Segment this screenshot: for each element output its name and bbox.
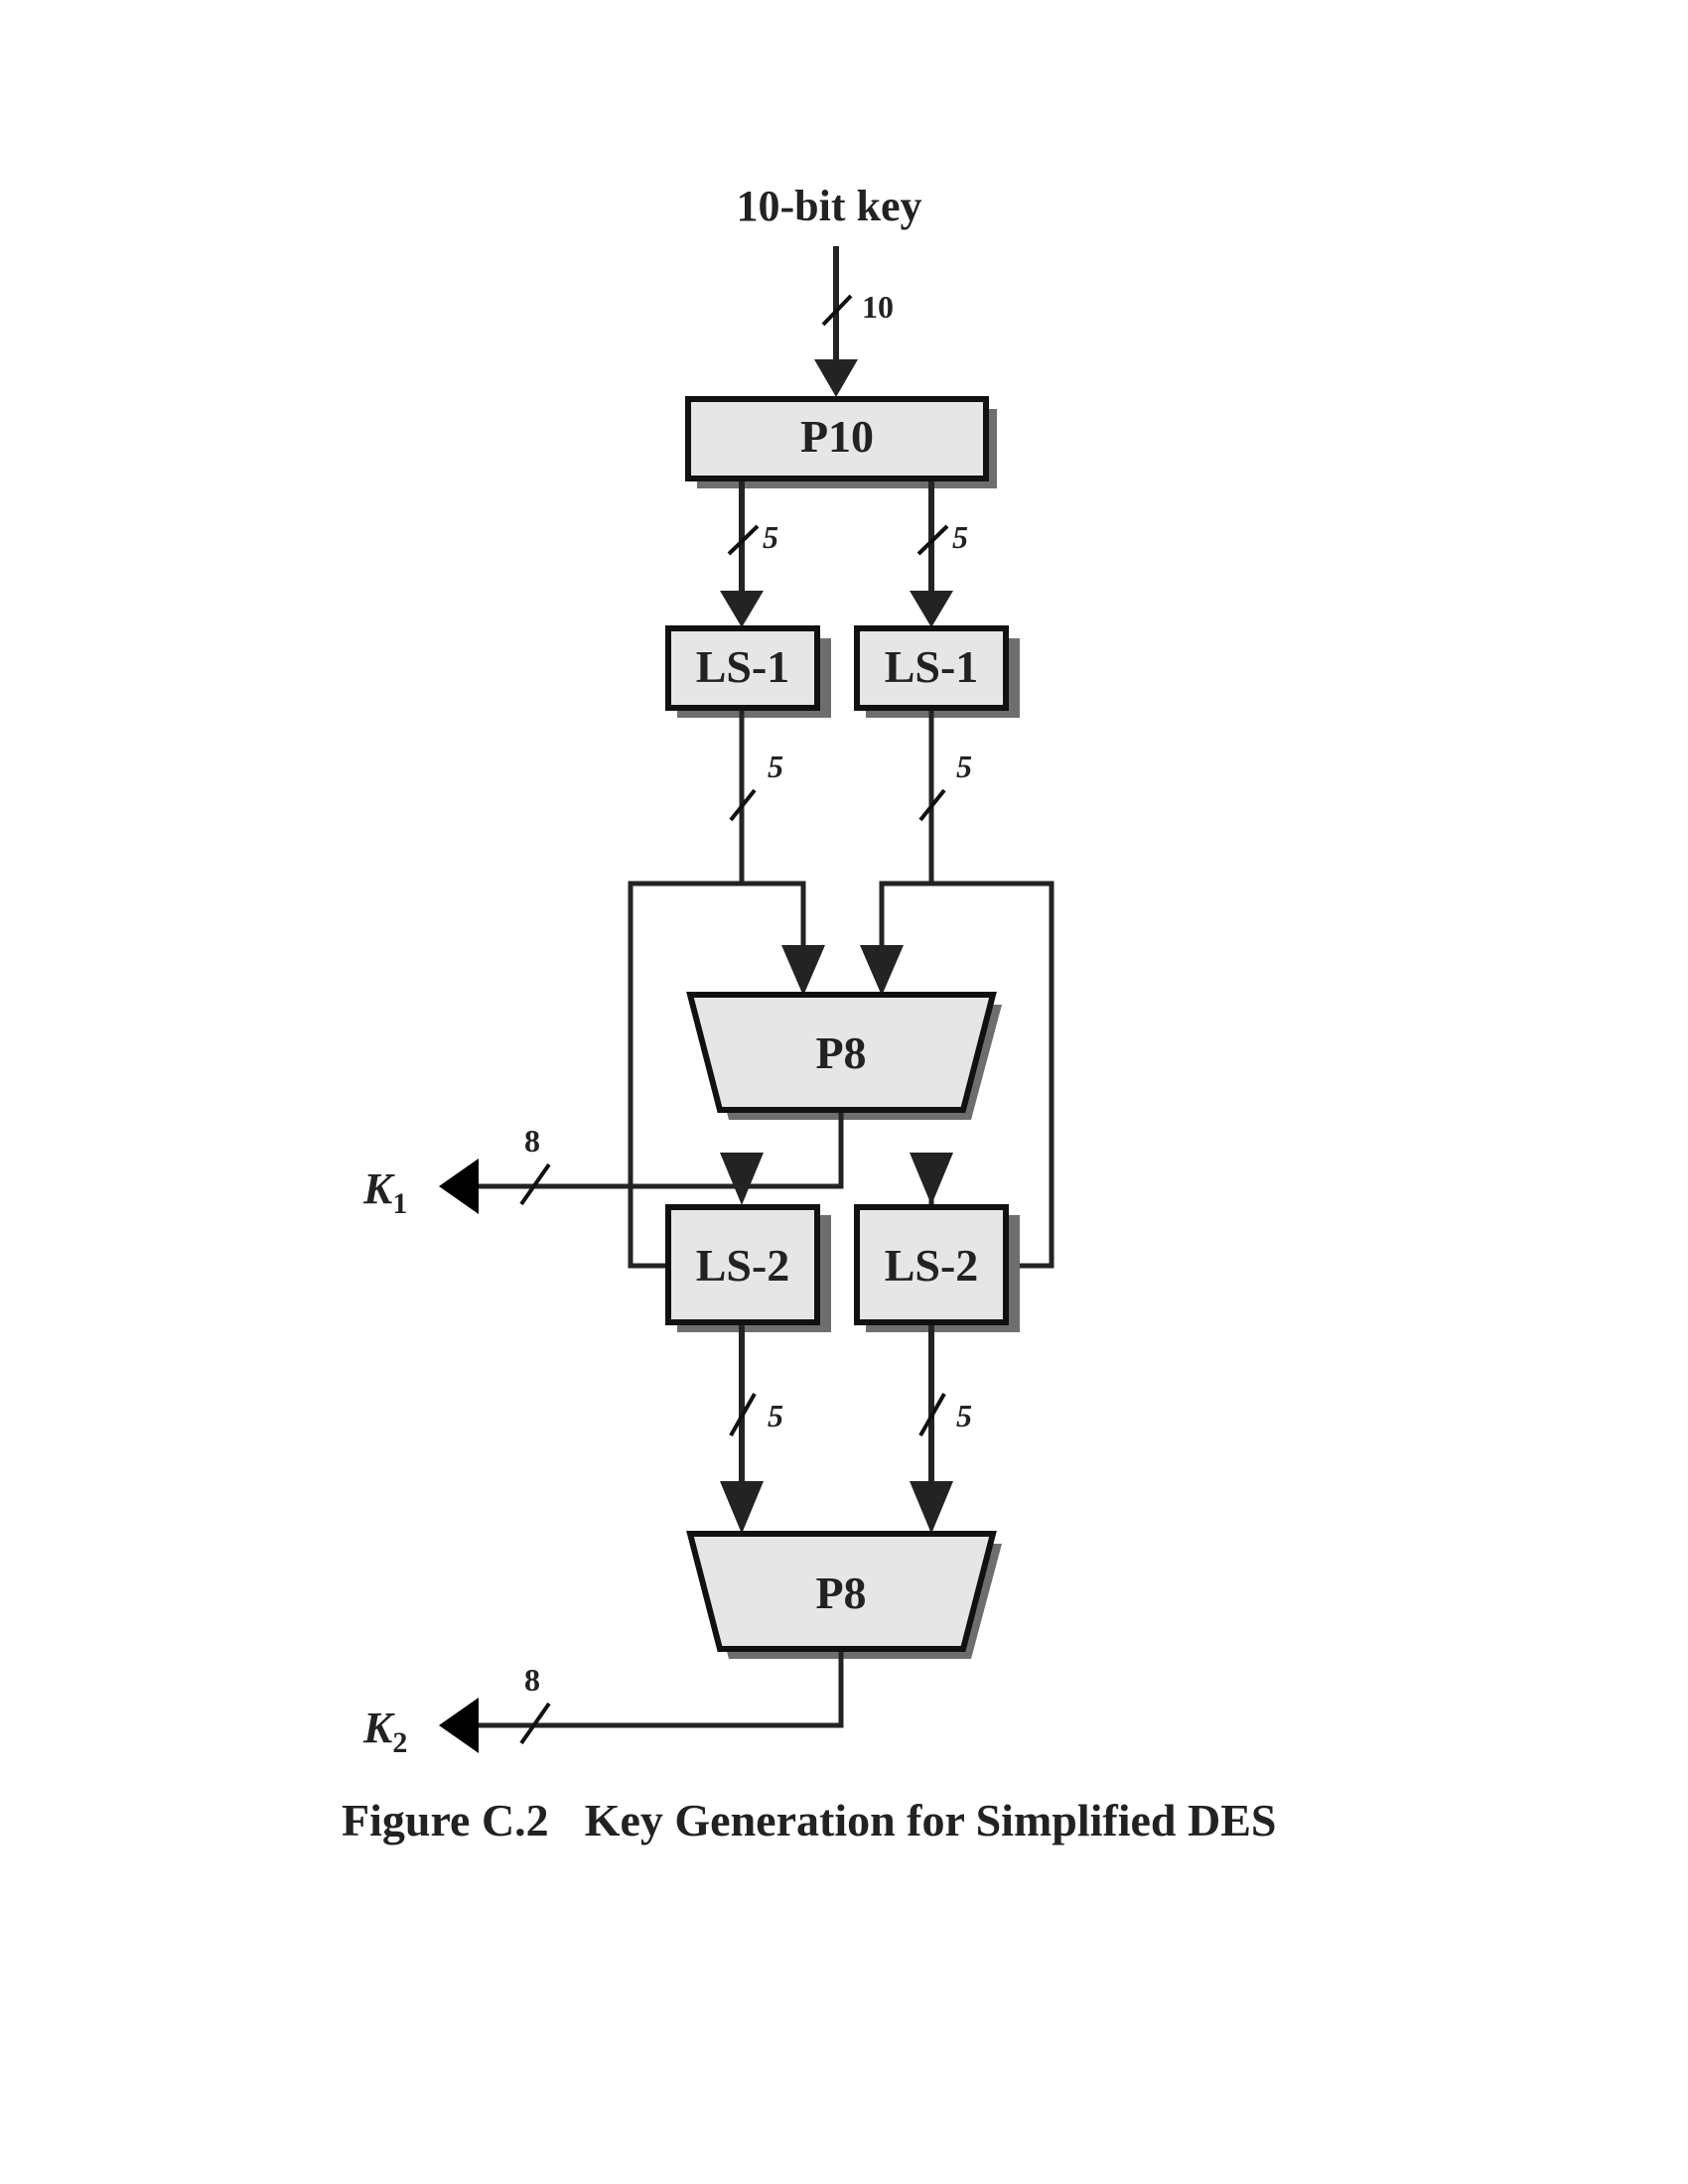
ls1-right-out-width: 5 xyxy=(956,749,972,784)
ls2-left-out-tick xyxy=(729,1393,757,1436)
k2-bus-tick xyxy=(519,1702,551,1745)
k1-label: K1 xyxy=(362,1164,407,1220)
p10-label: P10 xyxy=(800,411,874,462)
k1-wire xyxy=(467,1113,844,1189)
left-split-arrowhead xyxy=(720,591,764,627)
right-to-ls2-arrowhead xyxy=(910,1153,953,1205)
input-bus-tick xyxy=(821,294,853,327)
left-to-ls2-arrowhead xyxy=(720,1153,764,1205)
right-split-tick xyxy=(916,524,949,556)
ls1-left-out-tick xyxy=(729,788,757,822)
ls2-left-label: LS-2 xyxy=(696,1240,790,1291)
right-to-p8-arrowhead xyxy=(860,945,904,996)
caption-title: Key Generation for Simplified DES xyxy=(585,1795,1277,1845)
ls2-left-out-arrowhead xyxy=(720,1481,764,1534)
right-to-p8-wire xyxy=(879,881,931,955)
ls1-left-label: LS-1 xyxy=(696,641,790,692)
ls2-left-box xyxy=(665,1204,820,1325)
k1-bus-tick xyxy=(519,1162,551,1206)
ls2-right-out-tick xyxy=(918,1393,946,1436)
k2-arrowhead xyxy=(439,1698,479,1753)
input-label: 10-bit key xyxy=(737,182,922,230)
input-width-label: 10 xyxy=(862,289,894,325)
left-to-p8-wire xyxy=(742,881,806,955)
caption-number: Figure C.2 xyxy=(342,1795,549,1845)
p8-1-box xyxy=(686,992,997,1113)
p8-1-label: P8 xyxy=(815,1027,866,1078)
ls1-left-box xyxy=(665,625,820,711)
k2-wire xyxy=(467,1652,844,1728)
k2-width-label: 8 xyxy=(524,1662,540,1698)
ls2-right-box xyxy=(854,1204,1009,1325)
k1-width-label: 8 xyxy=(524,1123,540,1159)
k2-label: K2 xyxy=(362,1704,407,1759)
input-arrowhead xyxy=(814,359,858,397)
ls1-right-box xyxy=(854,625,1009,711)
left-to-p8-arrowhead xyxy=(781,945,825,996)
k1-arrowhead xyxy=(439,1159,479,1214)
left-split-tick xyxy=(727,524,760,556)
p8-2-label: P8 xyxy=(815,1568,866,1618)
ls2-right-out-arrowhead xyxy=(910,1481,953,1534)
ls1-right-out-tick xyxy=(918,788,946,822)
p8-2-box xyxy=(686,1531,997,1652)
p10-box xyxy=(685,396,989,481)
ls2-left-out-width: 5 xyxy=(768,1398,783,1433)
ls2-right-out-width: 5 xyxy=(956,1398,972,1433)
ls1-right-label: LS-1 xyxy=(885,641,979,692)
left-split-width: 5 xyxy=(763,519,778,555)
ls2-right-label: LS-2 xyxy=(885,1240,979,1291)
ls1-left-out-width: 5 xyxy=(768,749,783,784)
figure-caption: Figure C.2 Key Generation for Simplified … xyxy=(342,1795,1277,1845)
right-split-arrowhead xyxy=(910,591,953,627)
right-split-width: 5 xyxy=(952,519,968,555)
